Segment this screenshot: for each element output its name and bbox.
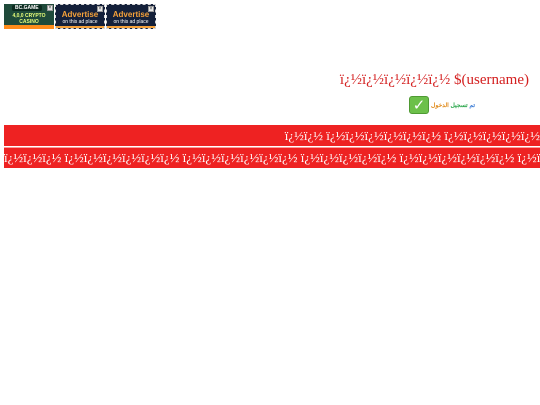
ad-line-2: CASINO [19, 19, 39, 25]
login-status: ✓ ﺗﻢ ﺗﺴﺠﻴﻞ ﺍﻟﺪﺧﻮﻝ [409, 96, 475, 114]
nav-bar-links-text[interactable]: ï¿½ï¿½ï¿½ ï¿½ï¿½ï¿½ï¿½ï¿½ï¿½ ï¿½ï¿½ï¿½ï¿… [4, 150, 540, 165]
nav-bar-top-text[interactable]: ï¿½ï¿½ ï¿½ï¿½ï¿½ï¿½ï¿½ï¿½ ï¿½ï¿½ï¿½ï¿½ï¿… [284, 128, 540, 143]
ad-title: Advertise [112, 10, 150, 19]
greeting-text: ï¿½ï¿½ï¿½ï¿½ï¿½ $(username) [339, 72, 529, 88]
status-text-part-1: ﺗﻢ [467, 102, 476, 109]
login-status-text: ﺗﻢ ﺗﺴﺠﻴﻞ ﺍﻟﺪﺧﻮﻝ [431, 102, 475, 109]
ad-close-icon[interactable]: × [148, 6, 154, 12]
checkmark-icon: ✓ [409, 96, 429, 114]
status-text-part-2: ﺗﺴﺠﻴﻞ [448, 102, 468, 109]
ad-strip: BC.GAME 4,0,0 CRYPTO CASINO × Advertise … [4, 4, 156, 29]
ad-subtitle: on this ad place [62, 19, 98, 25]
advertise-ad-banner-2[interactable]: Advertise on this ad place × [106, 4, 156, 29]
ad-bottom-bar [4, 25, 54, 29]
ad-stripe [56, 26, 104, 28]
ad-close-icon[interactable]: × [97, 6, 103, 12]
ad-title: Advertise [61, 10, 99, 19]
ad-brand-label: BC.GAME [12, 5, 42, 11]
status-text-part-3: ﺍﻟﺪﺧﻮﻝ [431, 102, 449, 109]
bcgame-ad-banner[interactable]: BC.GAME 4,0,0 CRYPTO CASINO × [4, 4, 54, 29]
ad-line-1: 4,0,0 CRYPTO [12, 13, 46, 19]
ad-close-icon[interactable]: × [47, 5, 53, 11]
ad-stripe [107, 26, 155, 28]
ad-subtitle: on this ad place [113, 19, 149, 25]
advertise-ad-banner-1[interactable]: Advertise on this ad place × [55, 4, 105, 29]
nav-bar-links[interactable]: ï¿½ï¿½ï¿½ ï¿½ï¿½ï¿½ï¿½ï¿½ï¿½ ï¿½ï¿½ï¿½ï¿… [4, 147, 540, 168]
nav-bar-top[interactable]: ï¿½ï¿½ ï¿½ï¿½ï¿½ï¿½ï¿½ï¿½ ï¿½ï¿½ï¿½ï¿½ï¿… [4, 125, 540, 146]
